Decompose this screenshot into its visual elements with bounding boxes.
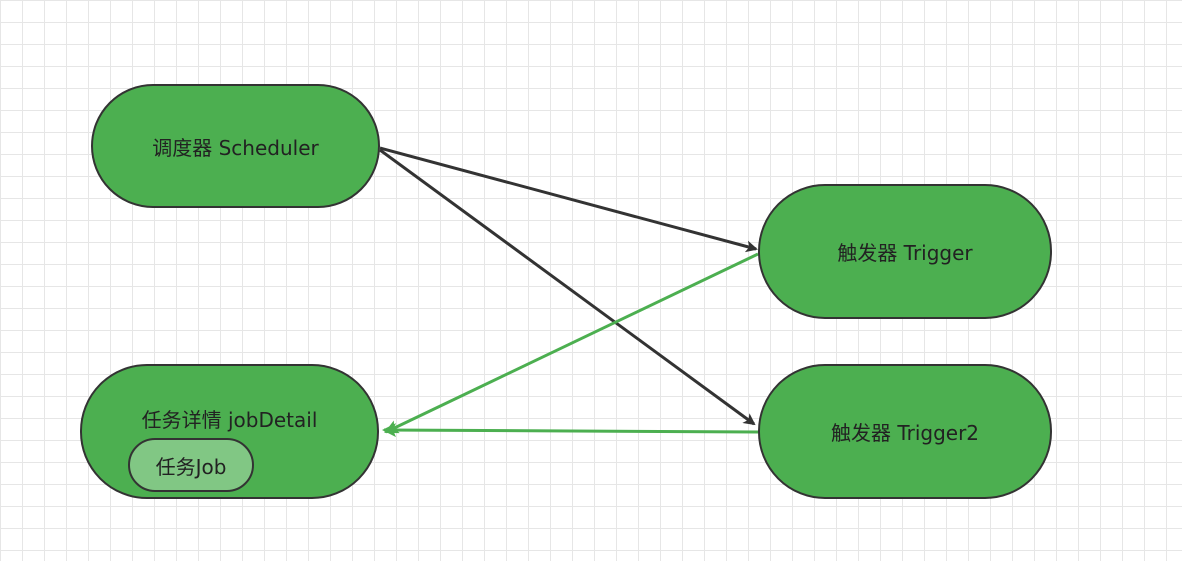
edge-trigger2-to-jobdetail	[382, 423, 759, 438]
scheduler-node[interactable]: 调度器 Scheduler	[91, 84, 380, 208]
scheduler-node-label: 调度器 Scheduler	[152, 135, 319, 160]
trigger-node[interactable]: 触发器 Trigger	[758, 184, 1052, 319]
edge-trigger-to-jobdetail	[384, 252, 759, 434]
trigger2-node-label: 触发器 Trigger2	[830, 421, 980, 445]
trigger2-node[interactable]: 触发器 Trigger2	[758, 364, 1052, 499]
job-node[interactable]: 任务Job	[128, 438, 254, 492]
jobdetail-node[interactable]: 任务详情 jobDetail 任务Job	[80, 364, 379, 499]
edge-scheduler-to-trigger	[379, 146, 758, 253]
jobdetail-node-label: 任务详情 jobDetail	[141, 408, 318, 432]
edge-scheduler-to-trigger2	[379, 148, 756, 426]
job-node-label: 任务Job	[155, 454, 227, 479]
trigger-node-label: 触发器 Trigger	[837, 241, 973, 265]
